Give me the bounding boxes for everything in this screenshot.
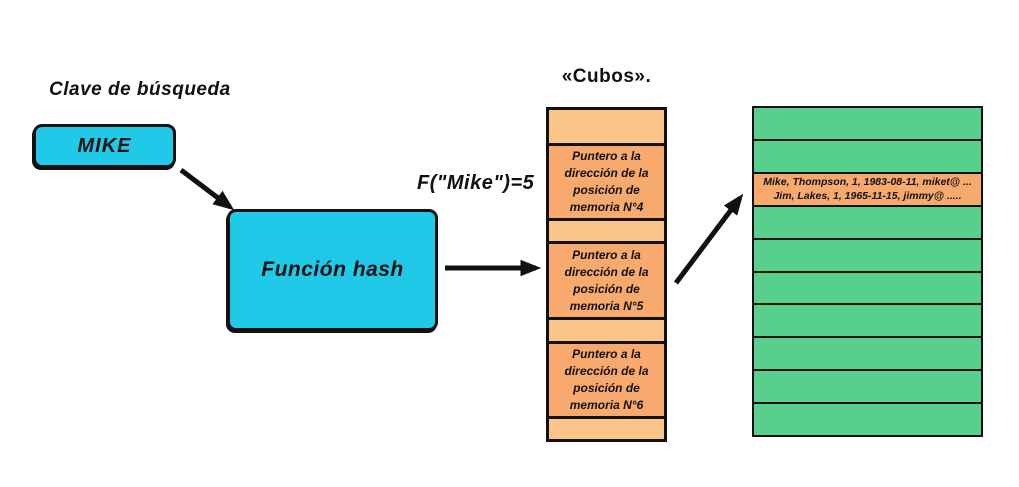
bucket-cell-empty (549, 416, 664, 439)
record-row-text: Mike, Thompson, 1, 1983-08-11, miket@ ..… (763, 176, 972, 203)
hash-function-box: Función hash (227, 209, 438, 331)
bucket-cell-text: Puntero a la dirección de la posición de… (564, 149, 649, 214)
search-key-box: MIKE (33, 124, 176, 168)
bucket-cell-text: Puntero a la dirección de la posición de… (564, 247, 649, 313)
arrow-key-to-hash (179, 168, 235, 211)
record-row (754, 303, 981, 337)
hash-function-label: Función hash (261, 258, 404, 281)
record-row (754, 108, 981, 139)
record-row (754, 204, 981, 238)
buckets-title: «Cubos». (561, 66, 652, 87)
bucket-cell-pointer-6: Puntero a la dirección de la posición de… (549, 341, 664, 416)
bucket-cell-empty (549, 218, 664, 241)
bucket-cell-text: Puntero a la dirección de la posición de… (564, 347, 649, 412)
record-row (754, 138, 981, 172)
record-row-highlighted: Mike, Thompson, 1, 1983-08-11, miket@ ..… (754, 171, 981, 205)
arrow-bucket-to-record (674, 193, 744, 285)
record-row (754, 237, 981, 271)
buckets-column: Puntero a la dirección de la posición de… (546, 107, 667, 442)
bucket-cell-empty (549, 110, 664, 143)
bucket-cell-pointer-4: Puntero a la dirección de la posición de… (549, 143, 664, 218)
record-row (754, 369, 981, 403)
hash-result-label: F("Mike")=5 (417, 172, 535, 194)
bucket-cell-empty (549, 317, 664, 341)
search-key-value: MIKE (77, 134, 132, 157)
search-key-label: Clave de búsqueda (49, 79, 231, 100)
records-table: Mike, Thompson, 1, 1983-08-11, miket@ ..… (752, 106, 983, 437)
record-row (754, 336, 981, 370)
record-row (754, 270, 981, 304)
record-row (754, 402, 981, 436)
bucket-cell-pointer-5: Puntero a la dirección de la posición de… (549, 241, 664, 317)
